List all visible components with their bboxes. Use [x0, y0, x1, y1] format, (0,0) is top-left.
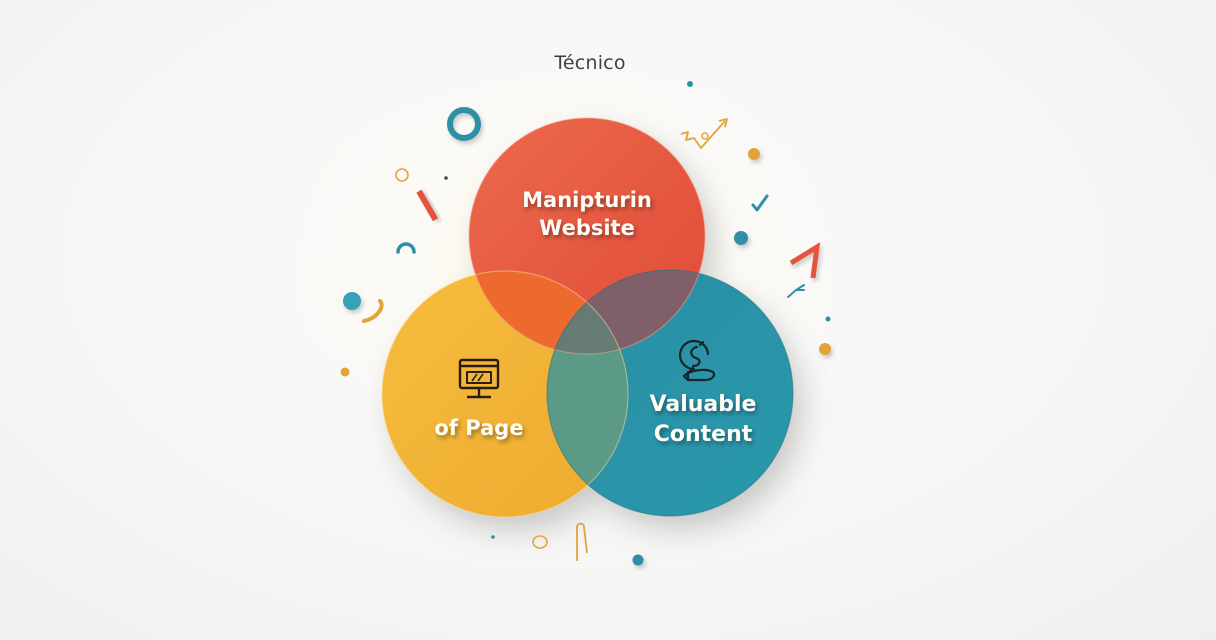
ring-icon [447, 107, 481, 141]
check-icon [751, 194, 769, 212]
set-label-yellow: of Page [404, 414, 554, 442]
hand-coin-icon [678, 339, 716, 382]
set-label-teal: Valuable Content [613, 390, 793, 449]
small-ring-bottom-icon [532, 535, 548, 549]
monitor-presentation-icon [458, 358, 500, 399]
paperclip-icon [576, 522, 588, 561]
chevron-accent-icon [789, 242, 821, 279]
set-label-teal-line-2: Content [653, 421, 753, 447]
set-label-yellow-line-1: of Page [434, 416, 524, 440]
squiggle-icon [362, 299, 384, 323]
overlap-all-three [547, 271, 628, 354]
set-label-teal-line-1: Valuable [649, 392, 757, 417]
set-label-red: Manipturin Website [487, 186, 687, 243]
trend-arrow-icon [680, 118, 728, 149]
set-label-red-line-1: Manipturin [522, 188, 652, 212]
small-chevron-icon [787, 284, 805, 298]
set-label-red-line-2: Website [539, 216, 635, 241]
small-ring-icon [395, 168, 409, 182]
arc-icon [396, 242, 416, 254]
decorative-confetti [340, 81, 831, 566]
bar-icon [416, 189, 439, 222]
